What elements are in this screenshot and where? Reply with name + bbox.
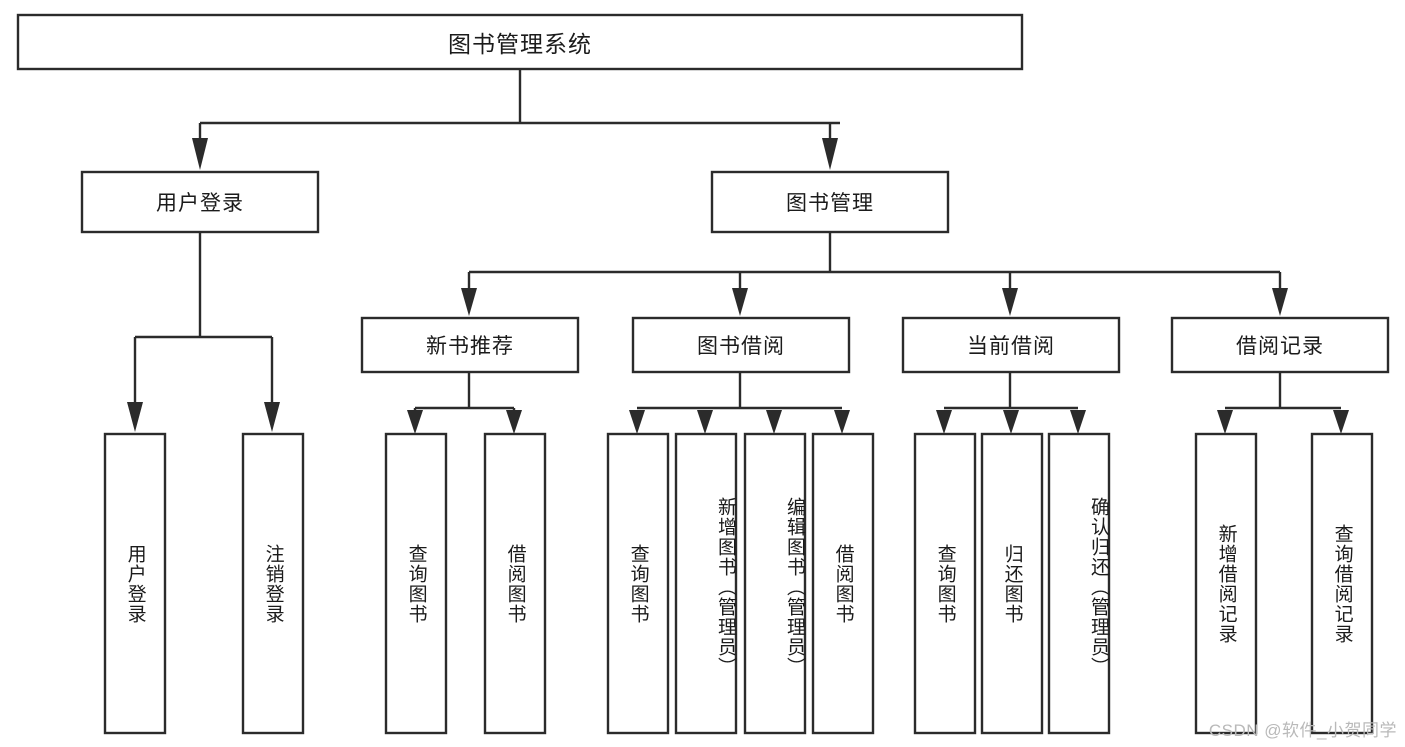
leaf-box-user-login-1[interactable]: [103, 432, 167, 735]
leaf-box-borrow-records-1[interactable]: [1194, 432, 1258, 735]
node-root-box[interactable]: [16, 13, 1024, 71]
arrow-head-to-new-book: [461, 288, 477, 316]
leaf-box-current-borrow-1[interactable]: [913, 432, 977, 735]
leaf-box-new-book-2[interactable]: [483, 432, 547, 735]
arrow-head-borrow-records-leaf-2: [1333, 410, 1349, 434]
arrow-head-to-book-borrow: [732, 288, 748, 316]
leaf-box-current-borrow-3[interactable]: [1047, 432, 1111, 735]
leaf-box-book-borrow-4[interactable]: [811, 432, 875, 735]
node-book-management-box[interactable]: [710, 170, 950, 234]
node-borrow-records-box[interactable]: [1170, 316, 1390, 374]
arrow-head-current-borrow-leaf-1: [936, 410, 952, 434]
arrow-head-user-login-leaf-1: [127, 402, 143, 432]
arrow-head-borrow-records-leaf-1: [1217, 410, 1233, 434]
leaf-box-borrow-records-2[interactable]: [1310, 432, 1374, 735]
arrow-head-to-book-mgmt: [822, 138, 838, 170]
arrow-head-to-borrow-records: [1272, 288, 1288, 316]
arrow-head-current-borrow-leaf-3: [1070, 410, 1086, 434]
node-new-book-recommend-box[interactable]: [360, 316, 580, 374]
arrow-head-new-book-leaf-2: [506, 410, 522, 434]
leaf-box-current-borrow-2[interactable]: [980, 432, 1044, 735]
arrow-head-new-book-leaf-1: [407, 410, 423, 434]
arrow-head-book-borrow-leaf-4: [834, 410, 850, 434]
leaf-box-book-borrow-2[interactable]: [674, 432, 738, 735]
arrow-head-book-borrow-leaf-2: [697, 410, 713, 434]
node-user-login-box[interactable]: [80, 170, 320, 234]
arrow-head-book-borrow-leaf-3: [766, 410, 782, 434]
arrow-head-to-user-login: [192, 138, 208, 170]
leaf-box-user-login-2[interactable]: [241, 432, 305, 735]
node-book-borrow-box[interactable]: [631, 316, 851, 374]
leaf-box-new-book-1[interactable]: [384, 432, 448, 735]
leaf-box-book-borrow-3[interactable]: [743, 432, 807, 735]
arrow-head-to-current-borrow: [1002, 288, 1018, 316]
arrow-head-book-borrow-leaf-1: [629, 410, 645, 434]
node-current-borrow-box[interactable]: [901, 316, 1121, 374]
leaf-box-book-borrow-1[interactable]: [606, 432, 670, 735]
arrow-head-current-borrow-leaf-2: [1003, 410, 1019, 434]
arrow-head-user-login-leaf-2: [264, 402, 280, 432]
